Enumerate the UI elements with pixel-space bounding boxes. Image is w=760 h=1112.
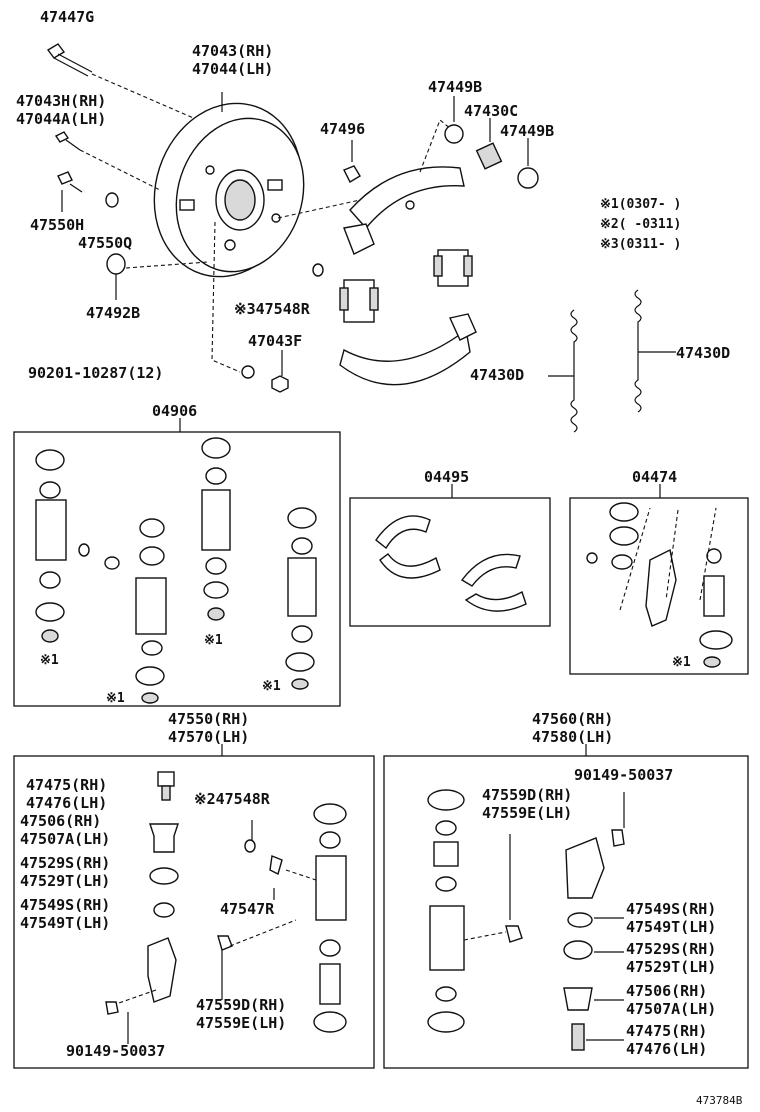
label-L-47507A: 47507A(LH) <box>20 830 110 848</box>
kit-04495-box <box>349 497 551 627</box>
return-spring-left-icon <box>570 309 578 433</box>
backing-plate-icon <box>153 102 305 278</box>
label-L-47548R: ※247548R <box>194 790 271 808</box>
brake-shoe-upper-icon <box>343 166 465 255</box>
label-47560: 47560(RH) <box>532 710 613 728</box>
spring-47430C-icon <box>475 142 503 170</box>
label-kit-04495: 04495 <box>424 468 469 486</box>
note-1: ※1(0307- ) <box>600 197 681 212</box>
label-L-47549S: 47549S(RH) <box>20 896 110 914</box>
label-47570: 47570(LH) <box>168 728 249 746</box>
clip-47496-icon <box>343 165 361 183</box>
label-R-47549T: 47549T(LH) <box>626 918 716 936</box>
label-47550Q: 47550Q <box>78 234 132 252</box>
label-47043F: 47043F <box>248 332 302 350</box>
label-L-47559E: 47559E(LH) <box>196 1014 286 1032</box>
label-R-47506: 47506(RH) <box>626 982 707 1000</box>
label-R-47475: 47475(RH) <box>626 1022 707 1040</box>
kit-04474-parts-icon <box>586 502 733 668</box>
note-2: ※2( -0311) <box>600 217 681 232</box>
assembly-47560-box <box>383 755 749 1069</box>
cap-47449B-left-icon <box>444 124 464 144</box>
label-47044A: 47044A(LH) <box>16 110 106 128</box>
bolt-47550H-icon <box>57 171 83 193</box>
label-R-47529T: 47529T(LH) <box>626 958 716 976</box>
kit-04495-shoes-icon <box>375 515 527 612</box>
star-1-c: ※1 <box>106 691 125 706</box>
label-L-47476: 47476(LH) <box>26 794 107 812</box>
assembly-47560-parts-icon <box>427 789 625 1051</box>
star-1-b: ※1 <box>204 633 223 648</box>
assembly-47550-box <box>13 755 375 1069</box>
label-47430D-a: 47430D <box>470 366 524 384</box>
label-47580: 47580(LH) <box>532 728 613 746</box>
wheel-cylinder-mid-icon <box>339 279 379 323</box>
bolt-47043H-icon <box>54 131 81 151</box>
label-47449B-a: 47449B <box>428 78 482 96</box>
note-3: ※3(0311- ) <box>600 237 681 252</box>
label-L-90149: 90149-50037 <box>66 1042 165 1060</box>
label-L-47549T: 47549T(LH) <box>20 914 110 932</box>
assembly-47550-parts-icon <box>105 771 347 1033</box>
label-47043H: 47043H(RH) <box>16 92 106 110</box>
label-47548R-top: ※347548R <box>234 300 311 318</box>
label-L-47547R: 47547R <box>220 900 275 918</box>
label-47550: 47550(RH) <box>168 710 249 728</box>
wheel-cylinder-top-icon <box>433 249 473 287</box>
label-90201: 90201-10287(12) <box>28 364 163 382</box>
label-L-47529S: 47529S(RH) <box>20 854 110 872</box>
bleeder-47548R-icon <box>312 263 324 277</box>
kit-04906-box <box>13 431 341 707</box>
label-kit-04474: 04474 <box>632 468 677 486</box>
return-spring-right-icon <box>634 289 642 413</box>
label-47496: 47496 <box>320 120 365 138</box>
label-R-47559E: 47559E(LH) <box>482 804 572 822</box>
label-L-47529T: 47529T(LH) <box>20 872 110 890</box>
nut-47550Q-icon <box>105 192 119 208</box>
label-R-47507A: 47507A(LH) <box>626 1000 716 1018</box>
label-R-47529S: 47529S(RH) <box>626 940 716 958</box>
label-47043: 47043(RH) <box>192 42 273 60</box>
nut-47043F-icon <box>271 375 289 393</box>
label-R-90149: 90149-50037 <box>574 766 673 784</box>
label-L-47506: 47506(RH) <box>20 812 101 830</box>
label-kit-04906: 04906 <box>152 402 197 420</box>
label-47430C: 47430C <box>464 102 518 120</box>
kit-04474-box <box>569 497 749 675</box>
label-L-47559D: 47559D(RH) <box>196 996 286 1014</box>
label-47044: 47044(LH) <box>192 60 273 78</box>
star-1-e: ※1 <box>672 655 691 670</box>
brake-shoe-lower-icon <box>339 313 477 386</box>
washer-90201-icon <box>241 365 255 379</box>
label-47449B-b: 47449B <box>500 122 554 140</box>
bolt-47447G-icon <box>46 43 93 77</box>
label-47447G: 47447G <box>40 8 94 26</box>
label-47550H: 47550H <box>30 216 84 234</box>
plug-47492B-icon <box>106 253 126 275</box>
label-L-47475: 47475(RH) <box>26 776 107 794</box>
label-47492B: 47492B <box>86 304 140 322</box>
star-1-d: ※1 <box>262 679 281 694</box>
kit-04906-parts-icon <box>35 437 317 704</box>
cap-47449B-right-icon <box>517 167 539 189</box>
label-R-47476: 47476(LH) <box>626 1040 707 1058</box>
label-47430D-b: 47430D <box>676 344 730 362</box>
label-R-47559D: 47559D(RH) <box>482 786 572 804</box>
star-1-a: ※1 <box>40 653 59 668</box>
figure-id: 473784B <box>696 1094 743 1107</box>
label-R-47549S: 47549S(RH) <box>626 900 716 918</box>
